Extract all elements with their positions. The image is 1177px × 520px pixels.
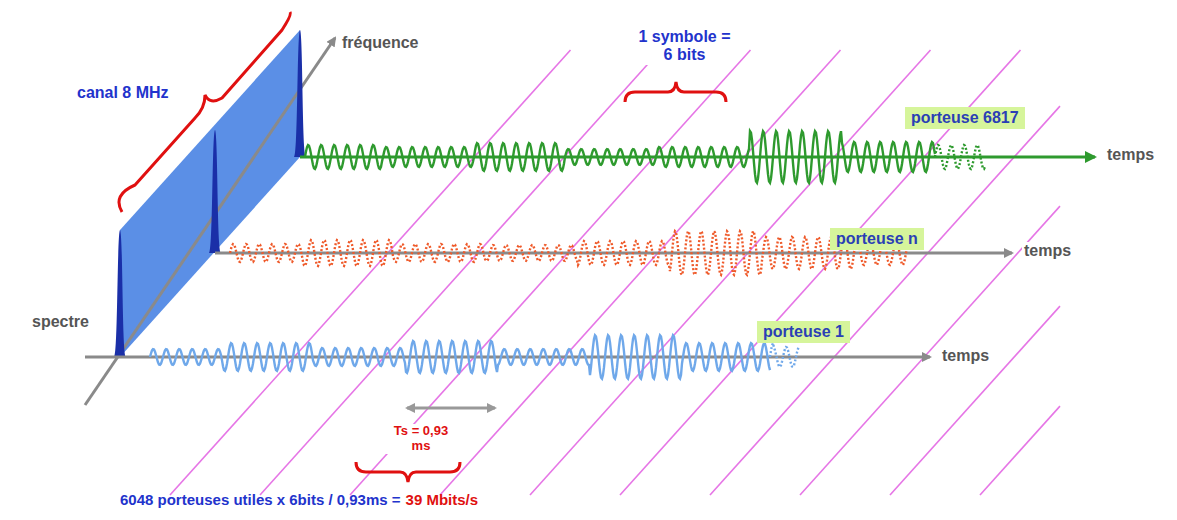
- rate-formula: 6048 porteuses utiles x 6bits / 0,93ms =: [120, 491, 401, 508]
- symbol-boundary: [260, 50, 661, 495]
- axis-label: fréquence: [340, 34, 420, 52]
- symbol-boundary: [890, 306, 1060, 495]
- spectrum-pulse: [114, 230, 126, 357]
- symbol-boundaries: [170, 50, 1060, 495]
- spectrum-pulse: [209, 130, 221, 253]
- symbol-label: 1 symbole = 6 bits: [635, 28, 734, 65]
- carrier-name: porteuse n: [836, 230, 918, 248]
- period-arrow: [407, 407, 495, 410]
- carrier-name: porteuse 6817: [911, 109, 1019, 127]
- symbol-boundary: [530, 50, 931, 495]
- channel-label: canal 8 MHz: [75, 84, 171, 102]
- symbol-boundary: [350, 50, 751, 495]
- symbol-boundary: [440, 50, 841, 495]
- axis-label: temps: [1105, 146, 1156, 164]
- symbol-boundary: [800, 206, 1060, 495]
- carrier-name: porteuse 1: [763, 323, 844, 341]
- carrier-wave: [935, 145, 985, 169]
- spectrum-pulse: [294, 30, 306, 157]
- carrier-tag: porteuse 6817: [905, 107, 1025, 129]
- carrier-waves: [150, 131, 985, 379]
- carrier-wave: [150, 335, 770, 379]
- axis-label: spectre: [30, 313, 91, 331]
- axis-label: temps: [940, 347, 991, 365]
- symbol-boundary: [980, 406, 1060, 495]
- carrier-wave: [770, 343, 800, 367]
- rate-result: 39 Mbits/s: [406, 491, 479, 508]
- axis-label: temps: [1022, 242, 1073, 260]
- period-label: Ts = 0,93 ms: [384, 424, 458, 454]
- symbol-bracket: [625, 82, 726, 102]
- carrier-wave: [230, 231, 910, 275]
- carrier-tag: porteuse 1: [757, 321, 850, 343]
- time-axis: [300, 156, 1095, 159]
- carrier-wave: [305, 131, 935, 183]
- channel-plane: [120, 30, 300, 357]
- symbol-boundary: [620, 50, 1021, 495]
- period-bracket: [356, 462, 460, 482]
- carrier-tag: porteuse n: [830, 228, 924, 250]
- channel-bracket: [119, 12, 290, 212]
